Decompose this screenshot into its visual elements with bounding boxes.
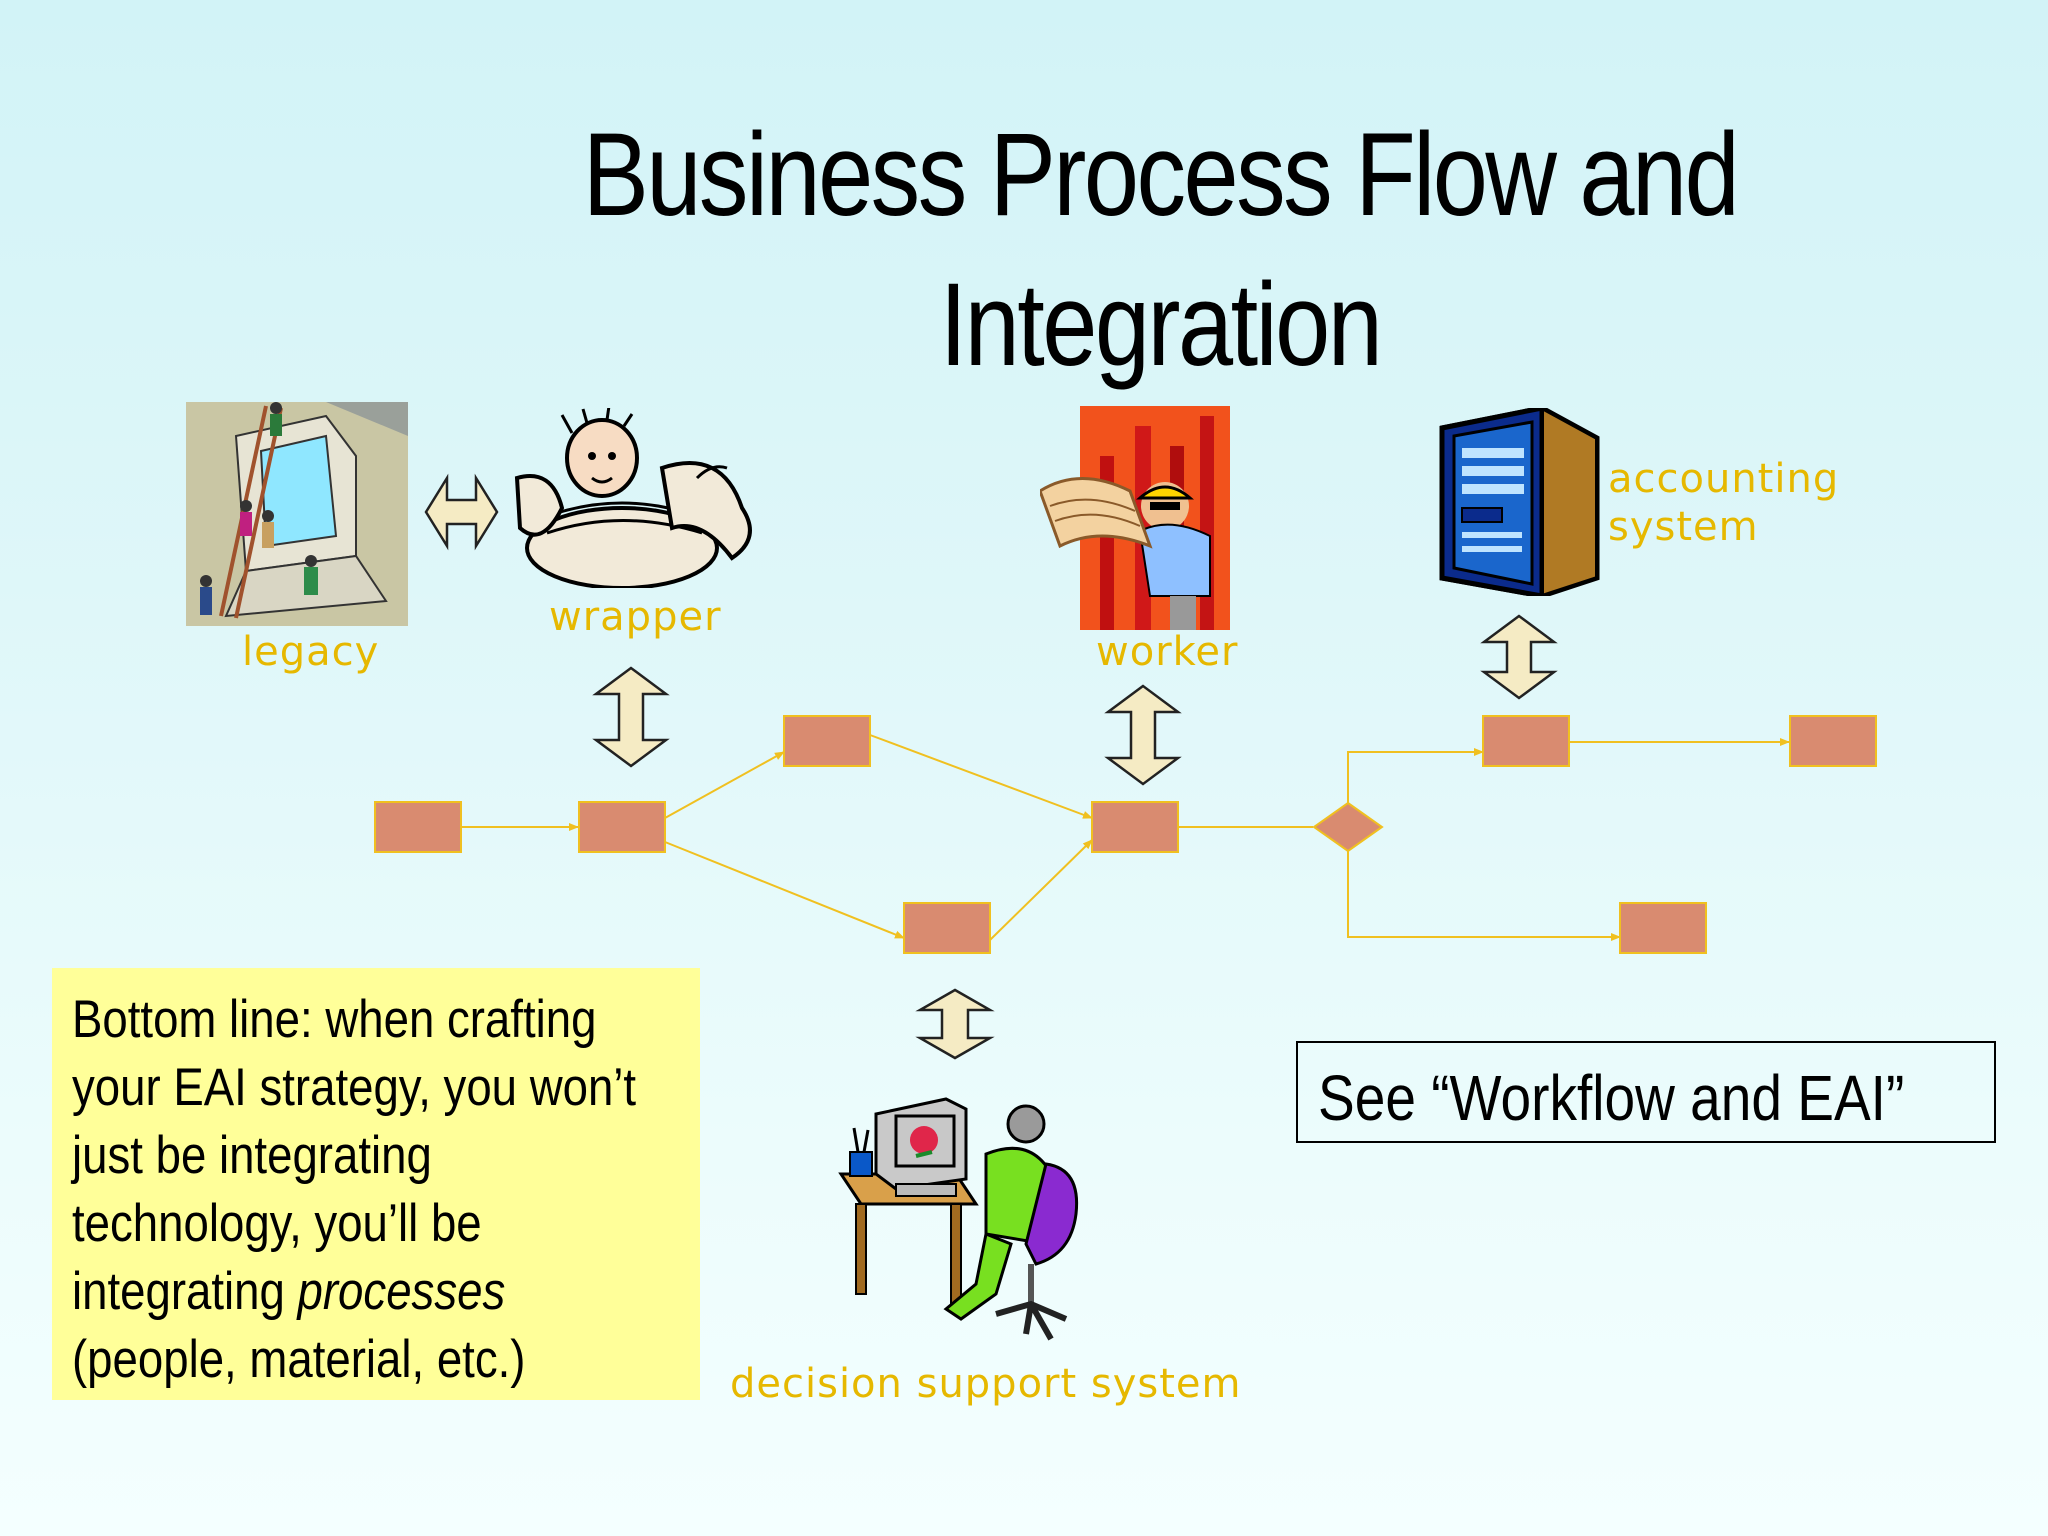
worker-with-blueprint-icon bbox=[1040, 406, 1230, 630]
process-box-5[interactable] bbox=[1091, 801, 1179, 853]
flow-connectors bbox=[461, 734, 1790, 941]
person-at-computer-icon bbox=[838, 1097, 1079, 1341]
note-text: Bottom line: when crafting your EAI stra… bbox=[72, 986, 674, 1394]
note-line-prefix: integrating bbox=[72, 1262, 298, 1321]
label-accounting-line-2: system bbox=[1608, 504, 1759, 550]
label-wrapper: wrapper bbox=[549, 594, 722, 640]
integration-arrows bbox=[424, 473, 1558, 1060]
process-box-1[interactable] bbox=[374, 801, 462, 853]
decision-diamond[interactable] bbox=[1312, 801, 1384, 853]
process-box-8[interactable] bbox=[1619, 902, 1707, 954]
process-box-2[interactable] bbox=[578, 801, 666, 853]
note-line: technology, you’ll be bbox=[72, 1194, 482, 1253]
process-box-4[interactable] bbox=[903, 902, 991, 954]
label-worker: worker bbox=[1096, 629, 1239, 675]
note-line: (people, material, etc.) bbox=[72, 1330, 526, 1389]
reference-box: See “Workflow and EAI” bbox=[1296, 1041, 1996, 1143]
wrapper-arrow bbox=[592, 666, 670, 768]
label-legacy: legacy bbox=[242, 629, 380, 675]
connector-2-3 bbox=[664, 751, 785, 819]
note-line: Bottom line: when crafting bbox=[72, 990, 597, 1049]
process-boxes bbox=[374, 715, 1877, 954]
connector-decision-bottom bbox=[1347, 851, 1621, 941]
label-accounting-line-1: accounting bbox=[1608, 456, 1840, 502]
process-box-3[interactable] bbox=[783, 715, 871, 767]
process-box-7[interactable] bbox=[1789, 715, 1877, 767]
note-emphasis: processes bbox=[297, 1262, 506, 1321]
connector-4-5 bbox=[989, 839, 1093, 941]
reference-text: See “Workflow and EAI” bbox=[1318, 1062, 1905, 1134]
accounting-arrow bbox=[1480, 614, 1558, 700]
bottom-line-note: Bottom line: when crafting your EAI stra… bbox=[52, 968, 700, 1400]
note-line: just be integrating bbox=[72, 1126, 432, 1185]
connector-3-5 bbox=[869, 734, 1093, 819]
legacy-computer-climbers-icon bbox=[186, 402, 408, 626]
process-box-6[interactable] bbox=[1482, 715, 1570, 767]
connector-2-4 bbox=[664, 841, 905, 939]
wrapper-person-reading-icon bbox=[514, 408, 752, 588]
note-line: your EAI strategy, you won’t bbox=[72, 1058, 637, 1117]
note-line: integrating processes bbox=[72, 1258, 674, 1326]
connector-decision-top bbox=[1347, 748, 1484, 803]
title-line-2: Integration bbox=[939, 259, 1383, 391]
slide-title: Business Process Flow and Integration bbox=[580, 100, 1740, 400]
worker-arrow bbox=[1104, 684, 1182, 786]
decision-support-arrow bbox=[915, 988, 995, 1060]
label-decision-support: decision support system bbox=[730, 1361, 1242, 1407]
server-tower-icon bbox=[1439, 408, 1600, 596]
legacy-wrapper-arrow bbox=[424, 473, 499, 551]
title-line-1: Business Process Flow and bbox=[582, 109, 1740, 241]
